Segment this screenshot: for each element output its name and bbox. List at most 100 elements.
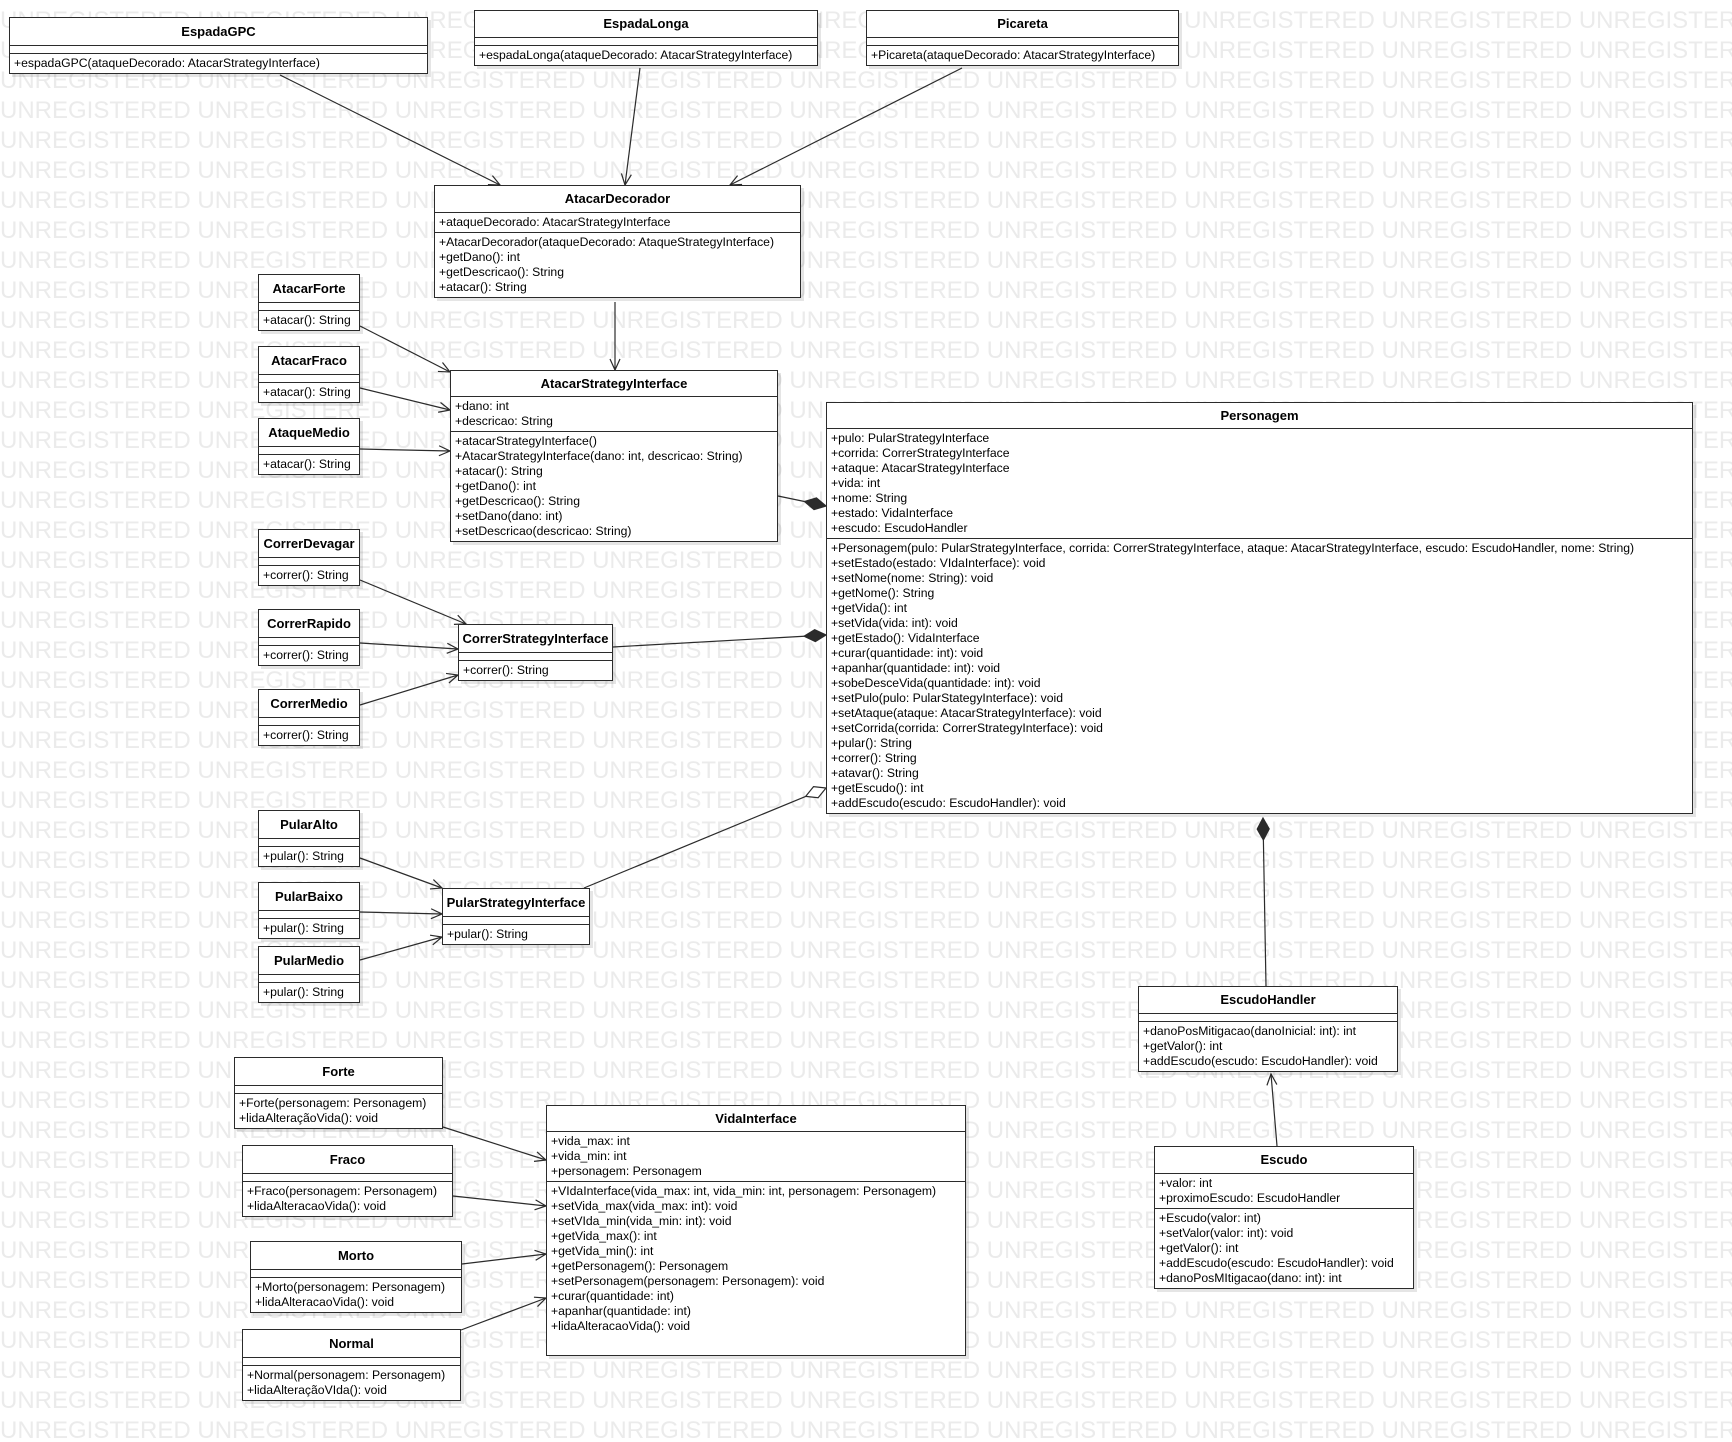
class-escudo-handler[interactable]: EscudoHandler+danoPosMitigacao(danoInici… (1138, 986, 1398, 1072)
method: +setVida(vida: int): void (831, 616, 958, 630)
method: +lidaAlteracaoVida(): void (551, 1319, 690, 1333)
methods-section: +AtacarDecorador(ataqueDecorado: AtaqueS… (435, 232, 800, 297)
class-correr-strategy-interface[interactable]: CorrerStrategyInterface+correr(): String (458, 624, 613, 681)
methods-section: +correr(): String (259, 565, 359, 585)
class-correr-medio[interactable]: CorrerMedio+correr(): String (258, 689, 360, 746)
class-pular-baixo[interactable]: PularBaixo+pular(): String (258, 882, 360, 939)
method: +getNome(): String (831, 586, 935, 600)
attributes-section (259, 374, 359, 382)
methods-section: +espadaGPC(ataqueDecorado: AtacarStrateg… (10, 53, 427, 73)
method: +danoPosMitigacao(danoInicial: int): int (1143, 1024, 1357, 1038)
method: +atavar(): String (831, 766, 919, 780)
class-correr-rapido[interactable]: CorrerRapido +correr(): String (258, 609, 360, 666)
method: +setDano(dano: int) (455, 509, 563, 523)
attributes-section (243, 1357, 460, 1365)
relation-composition-correr-strategy-interface-to-personagem (612, 628, 828, 648)
class-escudo[interactable]: Escudo+valor: int+proximoEscudo: EscudoH… (1154, 1146, 1414, 1289)
class-espada-gpc[interactable]: EspadaGPC+espadaGPC(ataqueDecorado: Atac… (9, 17, 428, 74)
methods-section: +VIdaInterface(vida_max: int, vida_min: … (547, 1181, 965, 1336)
method: +addEscudo(escudo: EscudoHandler): void (1159, 1256, 1394, 1270)
method: +setVida_max(vida_max: int): void (551, 1199, 738, 1213)
attribute: +pulo: PularStrategyInterface (831, 431, 990, 445)
class-name: CorrerDevagar (263, 536, 355, 551)
method: +addEscudo(escudo: EscudoHandler): void (831, 796, 1066, 810)
relation-association-atacar-decorador-to-atacar-strategy-interface (609, 302, 621, 372)
method: +VIdaInterface(vida_max: int, vida_min: … (551, 1184, 937, 1198)
class-personagem[interactable]: Personagem +pulo: PularStrategyInterface +… (826, 402, 1693, 814)
relation-association-correr-rapido-to-correr-strategy-interface (359, 642, 460, 654)
method: +setAtaque(ataque: AtacarStrategyInterfa… (831, 706, 1102, 720)
methods-section: +Normal(personagem: Personagem)+lidaAlte… (243, 1365, 460, 1400)
class-correr-devagar[interactable]: CorrerDevagar +correr(): String (258, 529, 360, 586)
class-picareta[interactable]: Picareta+Picareta(ataqueDecorado: Atacar… (866, 10, 1179, 66)
attribute: +descricao: String (455, 414, 553, 428)
method: +atacar(): String (455, 464, 543, 478)
attributes-section (243, 1173, 452, 1181)
methods-section: +Escudo(valor: int)+setValor(valor: int)… (1155, 1208, 1413, 1288)
methods-section: +Morto(personagem: Personagem)+lidaAlter… (251, 1277, 461, 1312)
class-forte[interactable]: Forte+Forte(personagem: Personagem)+lida… (234, 1057, 443, 1129)
method: +Fraco(personagem: Personagem) (247, 1184, 438, 1198)
class-atacar-decorador[interactable]: AtacarDecorador +ataqueDecorado: AtacarSt… (434, 185, 801, 298)
attribute: +vida_min: int (551, 1149, 627, 1163)
methods-section: +Fraco(personagem: Personagem)+lidaAlter… (243, 1181, 452, 1216)
method: +getVida(): int (831, 601, 907, 615)
attributes-section (251, 1269, 461, 1277)
method: +correr(): String (831, 751, 917, 765)
attributes-section (459, 652, 612, 660)
relation-association-correr-medio-to-correr-strategy-interface (359, 672, 460, 706)
relation-association-pular-alto-to-pular-strategy-interface (359, 857, 444, 890)
relation-association-morto-to-vida-interface (461, 1249, 548, 1265)
method: +atacarStrategyInterface() (455, 434, 597, 448)
class-name: AtacarDecorador (564, 191, 671, 206)
class-name: Picareta (997, 16, 1048, 31)
attributes-section: +vida_max: int+vida_min: int+personagem:… (547, 1131, 965, 1181)
method: +setNome(nome: String): void (831, 571, 994, 585)
methods-section: +correr(): String (259, 645, 359, 665)
method: +setCorrida(corrida: CorrerStrategyInter… (831, 721, 1103, 735)
method: +getEstado(): VidaInterface (831, 631, 980, 645)
class-morto[interactable]: Morto+Morto(personagem: Personagem)+lida… (250, 1241, 462, 1313)
relation-association-ataque-medio-to-atacar-strategy-interface (359, 445, 452, 457)
attributes-section (10, 45, 427, 53)
attribute: +ataqueDecorado: AtacarStrategyInterface (439, 215, 671, 229)
class-atacar-fraco[interactable]: AtacarFraco+atacar(): String (258, 346, 360, 403)
class-normal[interactable]: Normal+Normal(personagem: Personagem)+li… (242, 1329, 461, 1401)
attributes-section (259, 910, 359, 918)
method: +setValor(valor: int): void (1159, 1226, 1294, 1240)
class-name: AtacarFraco (271, 353, 347, 368)
class-name: AtacarForte (272, 281, 346, 296)
attributes-section (259, 557, 359, 565)
class-name: Fraco (329, 1152, 366, 1167)
class-atacar-forte[interactable]: AtacarForte+atacar(): String (258, 274, 360, 331)
class-fraco[interactable]: Fraco +Fraco(personagem: Personagem)+lida… (242, 1145, 453, 1217)
class-vida-interface[interactable]: VidaInterface +vida_max: int+vida_min: in… (546, 1105, 966, 1356)
class-atacar-strategy-interface[interactable]: AtacarStrategyInterface+dano: int+descri… (450, 370, 778, 542)
class-name: PularMedio (273, 953, 345, 968)
class-name: Escudo (1260, 1152, 1308, 1167)
class-name: Personagem (1220, 408, 1299, 423)
methods-section: +espadaLonga(ataqueDecorado: AtacarStrat… (475, 45, 817, 65)
class-name: PularStrategyInterface (446, 895, 586, 910)
relation-association-picareta-to-atacar-decorador (728, 67, 963, 186)
class-espada-longa[interactable]: EspadaLonga+espadaLonga(ataqueDecorado: … (474, 10, 818, 66)
class-name: VidaInterface (715, 1111, 797, 1126)
class-ataque-medio[interactable]: AtaqueMedio+atacar(): String (258, 418, 360, 475)
method: +espadaGPC(ataqueDecorado: AtacarStrateg… (14, 56, 320, 70)
method: +AtacarDecorador(ataqueDecorado: AtaqueS… (439, 235, 775, 249)
method: +getDescricao(): String (455, 494, 580, 508)
class-name: CorrerRapido (267, 616, 351, 631)
relation-composition-escudo-handler-to-personagem (1256, 816, 1270, 987)
method: +getValor(): int (1143, 1039, 1223, 1053)
class-pular-medio[interactable]: PularMedio+pular(): String (258, 946, 360, 1003)
attribute: +proximoEscudo: EscudoHandler (1159, 1191, 1341, 1205)
method: +setPersonagem(personagem: Personagem): … (551, 1274, 825, 1288)
method: +apanhar(quantidade: int) (551, 1304, 691, 1318)
class-pular-strategy-interface[interactable]: PularStrategyInterface+pular(): String (442, 888, 590, 945)
method: +atacar(): String (439, 280, 527, 294)
method: +setEstado(estado: VIdaInterface): void (831, 556, 1046, 570)
class-pular-alto[interactable]: PularAlto+pular(): String (258, 810, 360, 867)
method: +sobeDesceVida(quantidade: int): void (831, 676, 1041, 690)
method: +AtacarStrategyInterface(dano: int, desc… (455, 449, 743, 463)
